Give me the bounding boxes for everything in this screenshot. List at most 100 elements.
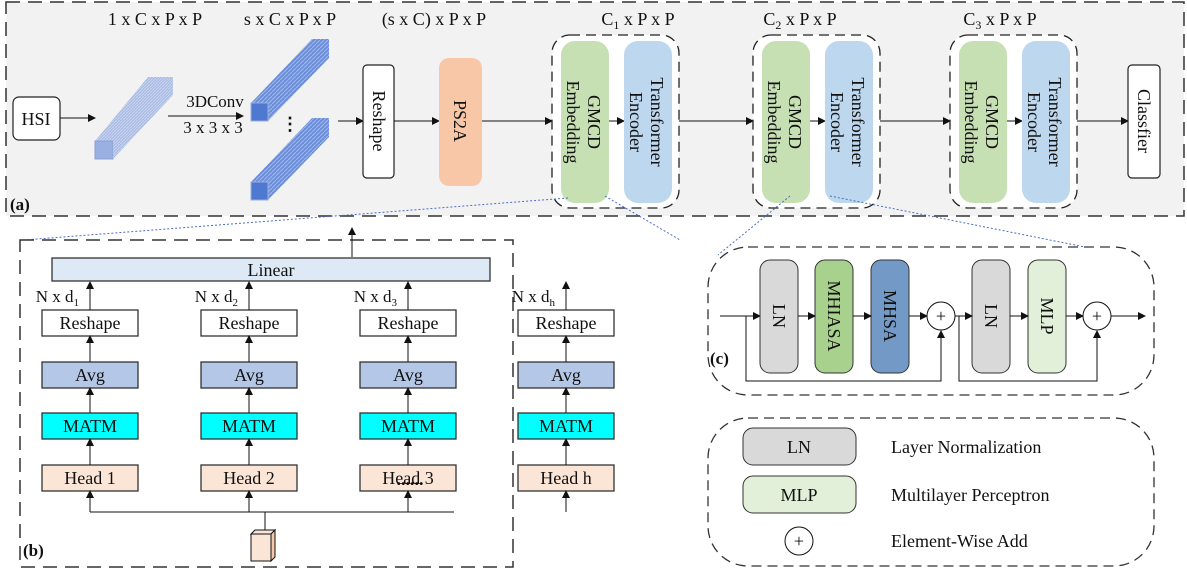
- gmcd-embedding-label: GMCDEmbedding: [563, 81, 604, 164]
- reshape-label: Reshape: [378, 313, 439, 333]
- transformer-encoder-label: TransformerEncoder: [827, 77, 868, 166]
- ps2a-block: [439, 58, 482, 186]
- conv-label-top: 3DConv: [186, 92, 244, 111]
- avg-label: Avg: [393, 365, 423, 385]
- feature-cube-bottom-icon: [250, 118, 329, 201]
- input-token-cube-icon: [249, 528, 277, 563]
- gmcd-embedding-label: GMCDEmbedding: [764, 81, 805, 164]
- classifier-block: [1127, 64, 1161, 179]
- dim-label-reshape: (s x C) x P x P: [382, 9, 486, 30]
- legend-mlp-desc: Multilayer Perceptron: [891, 485, 1049, 505]
- classifier-label: Classfier: [1134, 89, 1154, 153]
- stage-2: C2 x P x P GMCDEmbedding TransformerEnco…: [752, 9, 881, 209]
- stage-dim-label: C2 x P x P: [763, 9, 836, 32]
- gmcd-embedding-block: [762, 41, 810, 203]
- dim-label-conv: s x C x P x P: [244, 9, 336, 29]
- head-block: [200, 464, 298, 492]
- transformer-encoder-block: [1022, 41, 1070, 203]
- linear-label: Linear: [248, 260, 295, 280]
- head-dim-label: N x d2: [195, 287, 238, 309]
- legend-add-icon: [784, 526, 814, 556]
- ln-label-1: LN: [769, 304, 789, 328]
- ps2a-label: PS2A: [450, 100, 470, 142]
- encoder-blocks: LN MHIASA MHSA LN MLP: [759, 259, 1084, 374]
- head-label: Head 1: [64, 468, 115, 488]
- reshape-label: Reshape: [369, 91, 389, 152]
- mhiasa-label: MHIASA: [824, 280, 844, 351]
- mlp-label: MLP: [1037, 297, 1057, 334]
- panel-b-frame: [19, 239, 514, 568]
- legend-ln-swatch: [742, 427, 857, 466]
- matm-block: [41, 412, 139, 440]
- avg-block: [200, 361, 298, 389]
- stage-1: C1 x P x P GMCDEmbedding TransformerEnco…: [551, 9, 680, 209]
- legend-mlp-swatch: [742, 475, 857, 514]
- matm-label: MATM: [222, 416, 276, 436]
- callout-lines: [23, 195, 1141, 259]
- mhsa-label: MHSA: [880, 290, 900, 342]
- head-dim-label: N x dh: [512, 287, 556, 309]
- add-symbol: +: [936, 306, 946, 326]
- matm-block: [200, 412, 298, 440]
- transformer-encoder-label: TransformerEncoder: [1024, 77, 1065, 166]
- head-block: [359, 464, 457, 492]
- avg-label: Avg: [234, 365, 264, 385]
- panel-c: (c) LN MHIASA MHSA LN MLP + +: [707, 246, 1155, 396]
- gmcd-embedding-label: GMCDEmbedding: [961, 81, 1002, 164]
- linear-block: [51, 257, 491, 282]
- head-block: [517, 464, 615, 492]
- gmcd-embedding-block: [959, 41, 1007, 203]
- hsi-label: HSI: [21, 109, 50, 129]
- feature-cube-top-icon: [250, 39, 329, 122]
- panel-b-label: (b): [23, 541, 44, 560]
- legend-ln-desc: Layer Normalization: [891, 437, 1041, 457]
- matm-label: MATM: [539, 416, 593, 436]
- stage-dim-label: C1 x P x P: [601, 9, 674, 32]
- stage-3: C3 x P x P GMCDEmbedding TransformerEnco…: [949, 9, 1078, 209]
- input-cube-icon: [94, 77, 173, 160]
- avg-label: Avg: [551, 365, 581, 385]
- reshape-label: Reshape: [219, 313, 280, 333]
- legend: LN Layer Normalization MLP Multilayer Pe…: [707, 417, 1155, 567]
- panel-c-label: (c): [710, 349, 729, 368]
- legend-add-key: +: [794, 531, 804, 551]
- stage-dim-label: C3 x P x P: [963, 9, 1036, 32]
- avg-block: [359, 361, 457, 389]
- head-label: Head 2: [223, 468, 274, 488]
- legend-ln-key: LN: [787, 437, 811, 457]
- head-label: Head 3: [382, 468, 433, 488]
- matm-block: [517, 412, 615, 440]
- head-label: Head h: [540, 468, 591, 488]
- matm-label: MATM: [381, 416, 435, 436]
- reshape-label: Reshape: [60, 313, 121, 333]
- head-block: [41, 464, 139, 492]
- residual-path-1: [745, 316, 945, 382]
- panel-a: (a) 1 x C x P x P s x C x P x P (s x C) …: [5, 1, 1185, 217]
- head-dim-label: N x d1: [36, 287, 79, 309]
- panel-a-label: (a): [10, 195, 30, 214]
- conv-label-bottom: 3 x 3 x 3: [183, 118, 243, 137]
- add-symbol: +: [1092, 306, 1102, 326]
- heads-ellipsis: ......: [397, 469, 424, 489]
- head-dim-label: N x d3: [354, 287, 398, 309]
- transformer-encoder-label: TransformerEncoder: [626, 77, 667, 166]
- transformer-encoder-block: [624, 41, 672, 203]
- matm-label: MATM: [63, 416, 117, 436]
- legend-mlp-key: MLP: [780, 485, 817, 505]
- reshape-label: Reshape: [536, 313, 597, 333]
- cube-ellipsis: ⋮: [281, 114, 299, 134]
- avg-label: Avg: [75, 365, 105, 385]
- transformer-encoder-block: [825, 41, 873, 203]
- dim-label-input: 1 x C x P x P: [108, 9, 202, 29]
- legend-add-desc: Element-Wise Add: [891, 531, 1028, 551]
- ln-label-2: LN: [981, 304, 1001, 328]
- residual-path-2: [958, 316, 1101, 382]
- gmcd-embedding-block: [561, 41, 609, 203]
